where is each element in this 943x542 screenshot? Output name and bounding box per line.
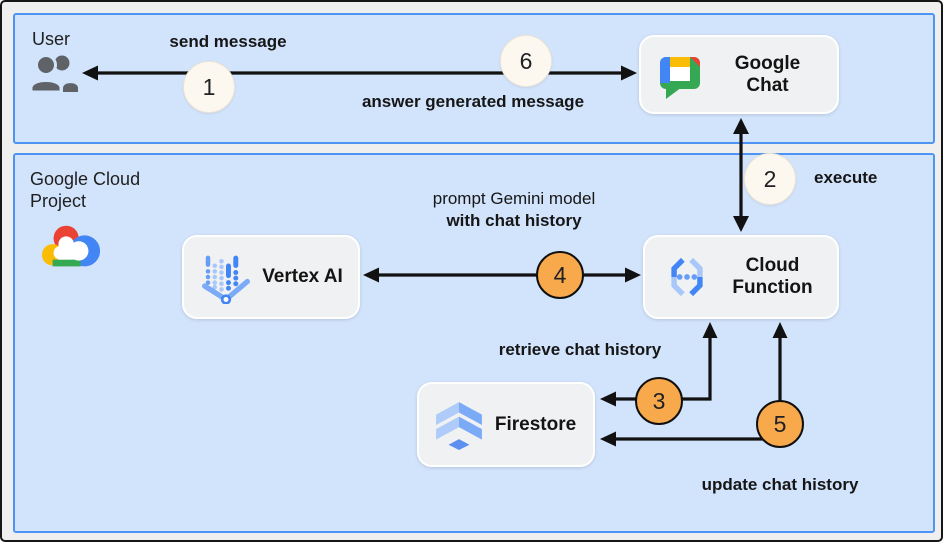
node-firestore: Firestore <box>417 382 595 467</box>
label-prompt-gemini-model: prompt Gemini model <box>432 189 596 208</box>
step-badge-3: 3 <box>635 377 683 425</box>
step-number: 6 <box>519 47 533 74</box>
step-badge-2: 2 <box>744 153 796 205</box>
step-badge-5: 5 <box>756 400 804 448</box>
step-number: 4 <box>553 261 567 288</box>
google-cloud-logo <box>41 225 101 267</box>
node-google-chat: Google Chat <box>639 35 839 114</box>
node-label: Cloud Function <box>732 255 813 298</box>
step-number: 1 <box>202 73 216 100</box>
node-label: Google Chat <box>734 52 801 96</box>
step-badge-1: 1 <box>183 61 235 113</box>
node-label: Firestore <box>494 413 577 435</box>
node-vertex-ai: Vertex AI <box>182 235 360 319</box>
label-retrieve-chat-history: retrieve chat history <box>498 340 662 359</box>
label-execute: execute <box>814 168 878 187</box>
step-number: 3 <box>652 387 666 414</box>
label-answer-generated-message: answer generated message <box>361 92 585 111</box>
node-label: Vertex AI <box>262 266 343 287</box>
label-update-chat-history: update chat history <box>701 475 859 494</box>
google-chat-icon <box>656 51 704 99</box>
user-section-label: User <box>32 29 71 49</box>
step-badge-4: 4 <box>536 251 584 299</box>
vertex-ai-icon <box>199 250 253 304</box>
label-send-message: send message <box>169 32 287 51</box>
cloud-functions-icon <box>660 252 714 302</box>
gcp-section-label: Google Cloud Project <box>30 169 141 211</box>
node-cloud-function: Cloud Function <box>643 235 839 319</box>
step-number: 5 <box>773 410 787 437</box>
step-badge-6: 6 <box>500 35 552 87</box>
firestore-icon <box>434 400 484 450</box>
step-number: 2 <box>763 165 777 192</box>
user-group-icon <box>29 54 78 94</box>
label-with-chat-history: with chat history <box>446 211 582 230</box>
